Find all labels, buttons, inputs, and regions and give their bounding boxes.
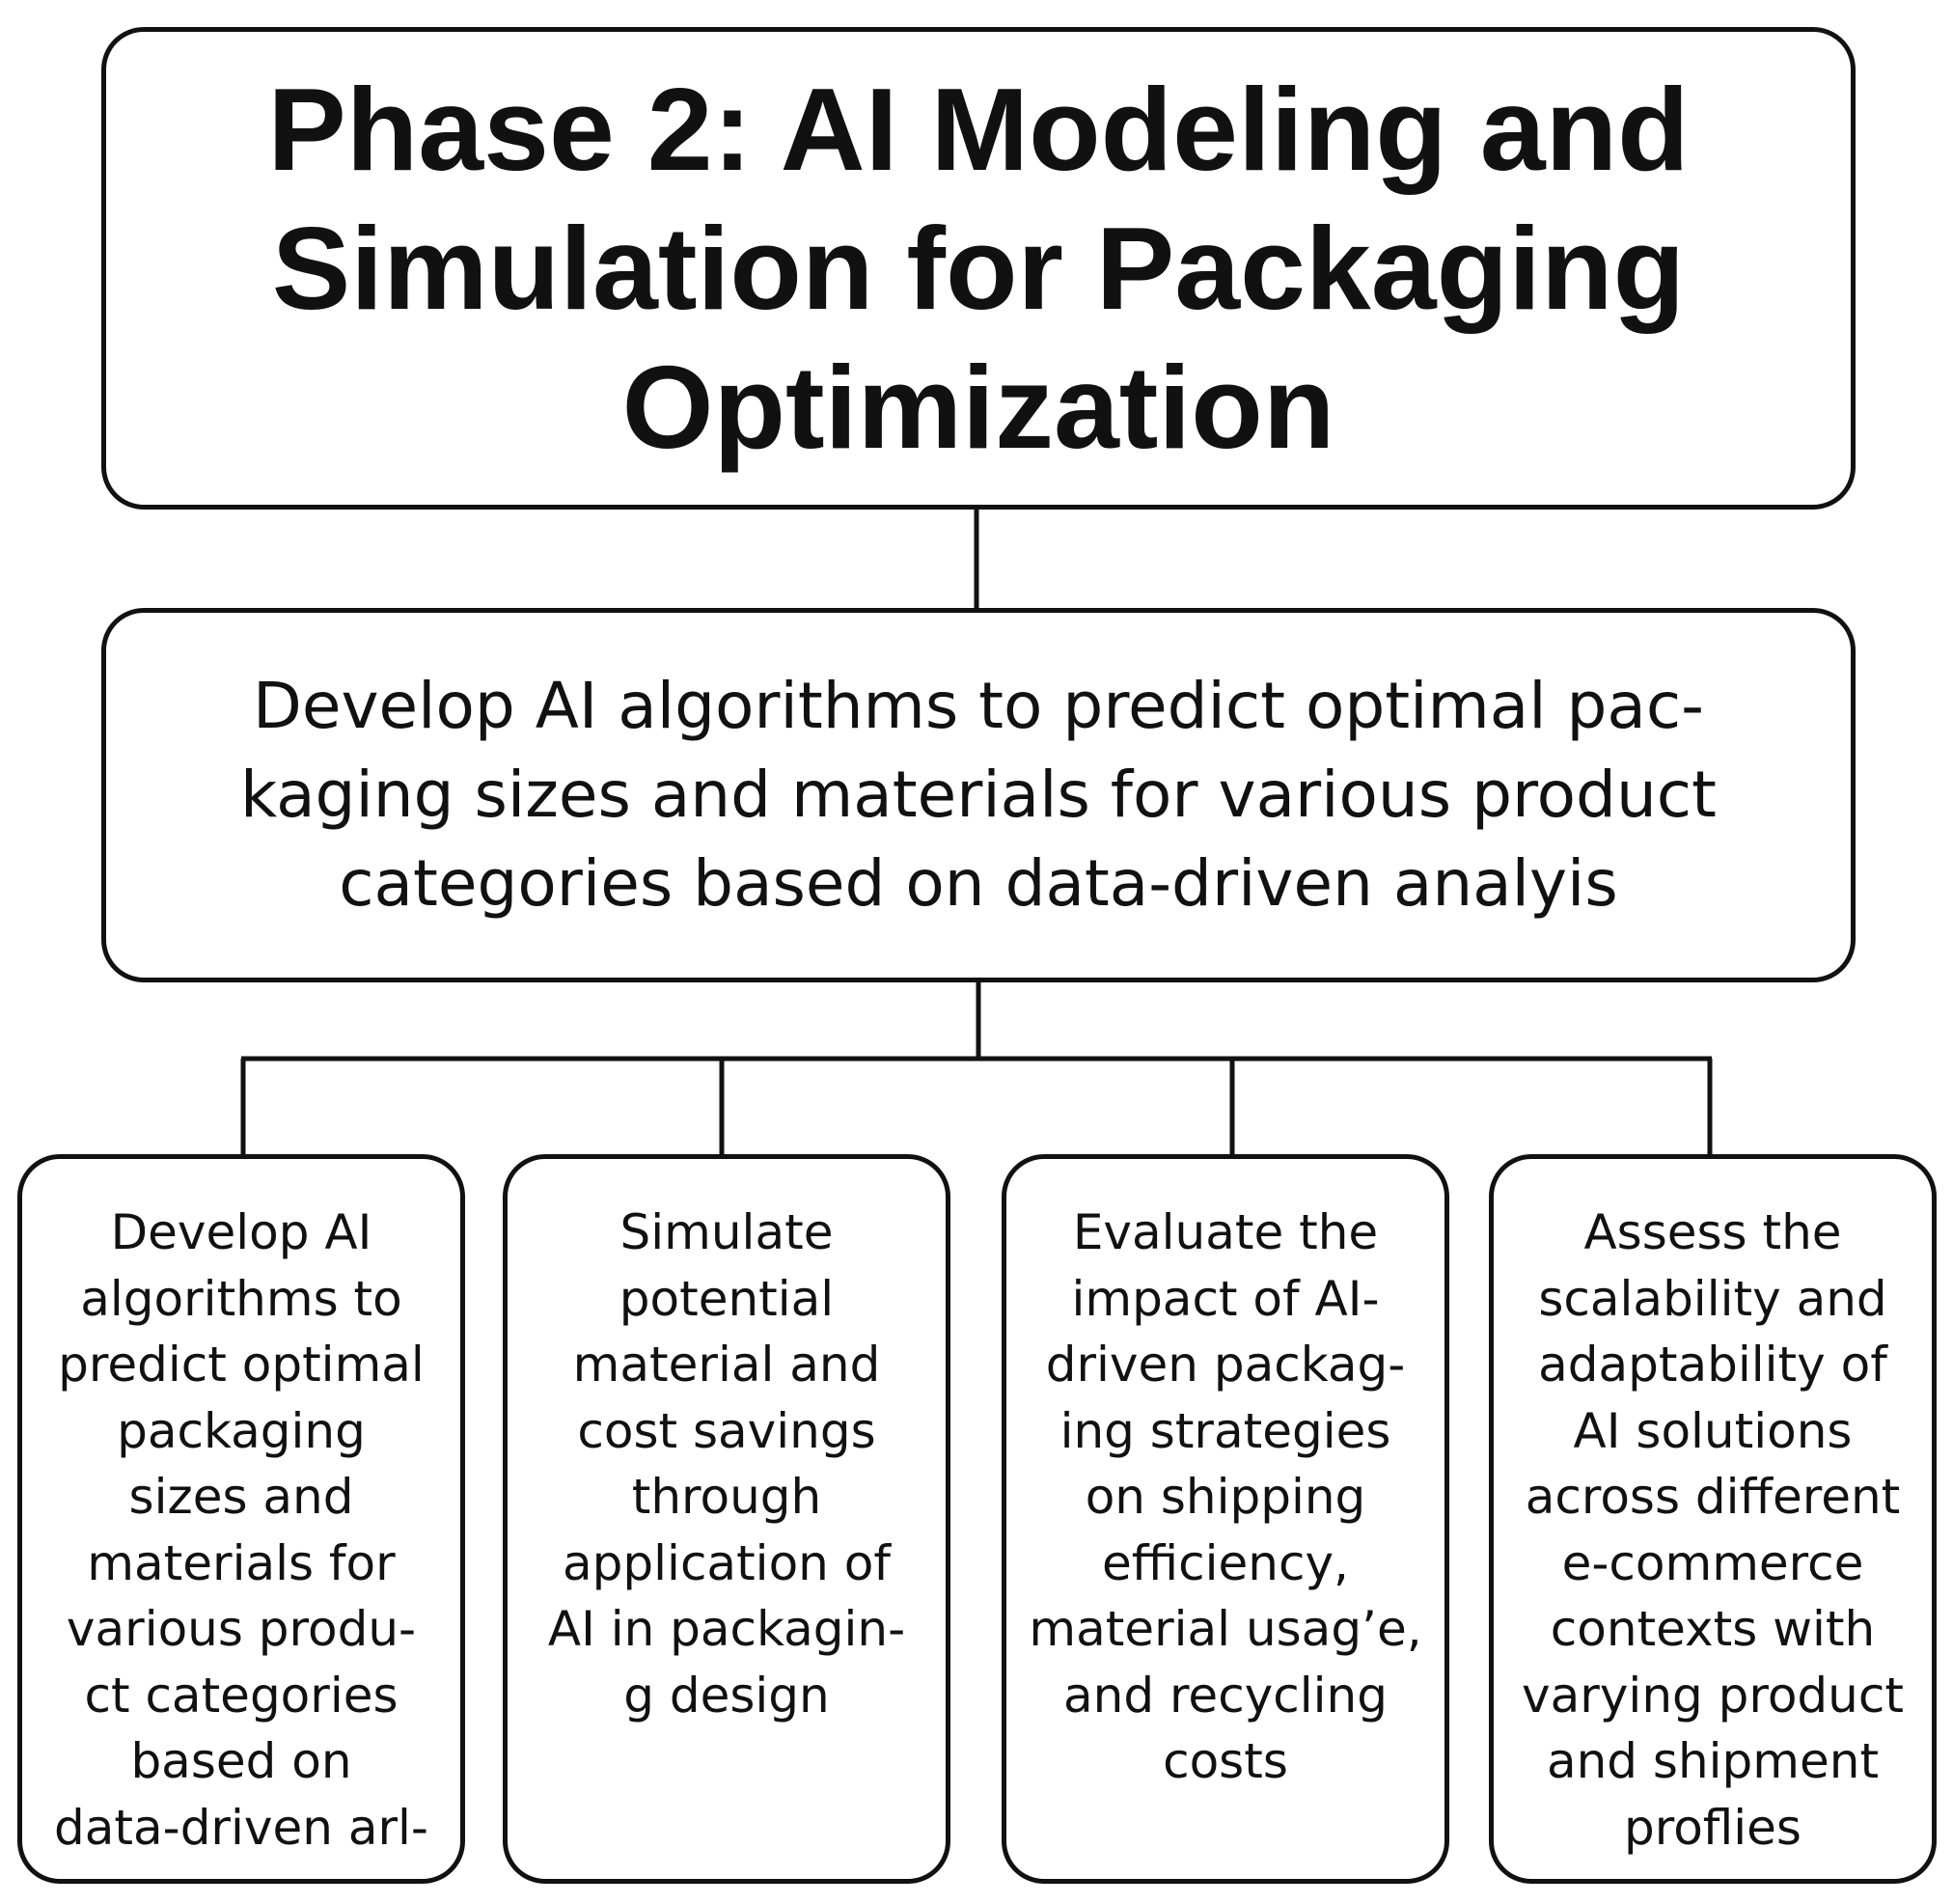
sub-task-line: efficiency,: [1102, 1534, 1349, 1591]
sub-task-line: application of: [563, 1534, 891, 1591]
sub-task-line: proflies: [1624, 1799, 1802, 1856]
sub-task-line: ing strategies: [1059, 1402, 1391, 1459]
sub-task-line: AI in packagin-: [547, 1601, 906, 1657]
sub-task-line: data-driven arl-: [54, 1799, 428, 1856]
main-objective-box: Develop AI algorithms to predict optimal…: [101, 608, 1856, 982]
main-objective-line: kaging sizes and materials for various p…: [240, 758, 1717, 832]
sub-task-line: contexts with: [1550, 1601, 1876, 1657]
sub-task-line: material usag’e,: [1029, 1601, 1422, 1657]
sub-task-line: Evaluate the: [1072, 1204, 1379, 1260]
sub-task-line: Assess the: [1583, 1204, 1842, 1260]
sub-task-line: through: [631, 1469, 822, 1525]
sub-task-line: algorithms to: [80, 1270, 402, 1327]
sub-task-line: g design: [623, 1667, 830, 1724]
sub-task-line: cost savings: [577, 1402, 876, 1459]
sub-task-line: adaptability of: [1538, 1337, 1887, 1393]
sub-task-line: on shipping: [1085, 1469, 1366, 1525]
phase-title-box: Phase 2: AI Modeling and Simulation for …: [101, 27, 1856, 510]
sub-task-line: sizes and: [128, 1469, 354, 1525]
phase-title-line: Simulation for Packaging: [271, 203, 1686, 334]
phase-title-line: Optimization: [621, 342, 1335, 473]
sub-task-line: various produ-: [66, 1601, 417, 1657]
sub-task-line: AI solutions: [1573, 1402, 1853, 1459]
sub-task-text-1: Develop AI algorithms to predict optimal…: [22, 1159, 460, 1861]
phase-title: Phase 2: AI Modeling and Simulation for …: [209, 60, 1747, 477]
sub-task-line: and recycling: [1063, 1667, 1388, 1724]
sub-task-line: across different: [1525, 1469, 1901, 1525]
sub-task-text-4: Assess the scalability and adaptability …: [1494, 1159, 1932, 1861]
sub-task-line: ct categories: [84, 1667, 399, 1724]
sub-task-line: costs: [1163, 1733, 1288, 1789]
sub-task-box-1: Develop AI algorithms to predict optimal…: [17, 1154, 465, 1884]
main-objective-text: Develop AI algorithms to predict optimal…: [202, 662, 1755, 928]
sub-task-line: and shipment: [1546, 1733, 1880, 1789]
sub-task-line: varying product: [1522, 1667, 1904, 1724]
sub-task-line: based on: [130, 1733, 352, 1789]
sub-task-line: packaging: [117, 1402, 366, 1459]
sub-task-box-3: Evaluate the impact of AI- driven packag…: [1002, 1154, 1449, 1884]
sub-task-line: driven packag-: [1045, 1337, 1406, 1393]
sub-task-line: materials for: [87, 1534, 396, 1591]
sub-task-line: impact of AI-: [1071, 1270, 1380, 1327]
phase-title-line: Phase 2: AI Modeling and: [267, 64, 1690, 195]
main-objective-line: Develop AI algorithms to predict optimal…: [253, 669, 1704, 743]
sub-task-line: predict optimal: [58, 1337, 425, 1393]
sub-task-line: scalability and: [1538, 1270, 1887, 1327]
sub-task-text-2: Simulate potential material and cost sav…: [508, 1159, 946, 1728]
sub-task-box-4: Assess the scalability and adaptability …: [1489, 1154, 1937, 1884]
sub-task-box-2: Simulate potential material and cost sav…: [503, 1154, 950, 1884]
main-objective-line: categories based on data-driven analyis: [339, 846, 1618, 921]
sub-task-line: Simulate: [619, 1204, 834, 1260]
sub-task-line: potential: [619, 1270, 835, 1327]
sub-task-text-3: Evaluate the impact of AI- driven packag…: [1006, 1159, 1444, 1795]
sub-task-line: Develop AI: [110, 1204, 372, 1260]
sub-task-line: material and: [572, 1337, 881, 1393]
sub-task-line: e-commerce: [1561, 1534, 1864, 1591]
